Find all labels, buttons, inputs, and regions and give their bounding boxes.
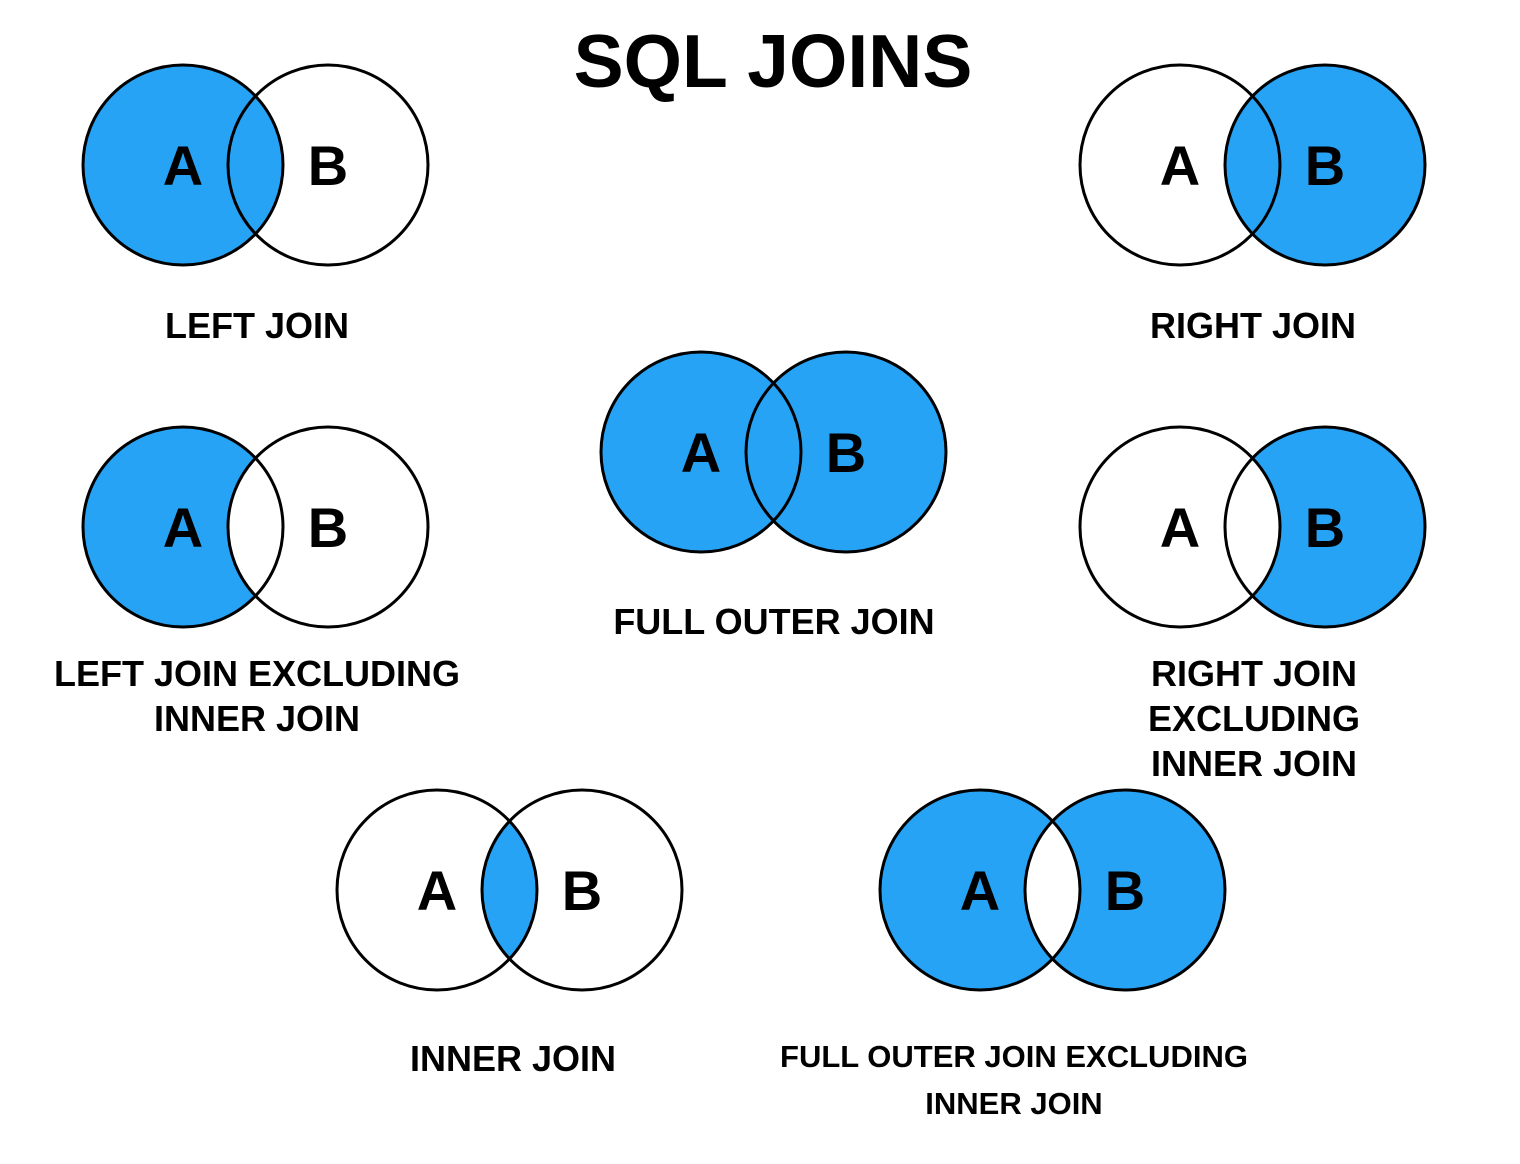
set-b-label: B (1305, 496, 1345, 559)
set-b-label: B (308, 134, 348, 197)
set-a-label: A (417, 859, 457, 922)
set-a-label: A (1160, 496, 1200, 559)
set-b-label: B (1305, 134, 1345, 197)
circle-b-fill (746, 352, 946, 552)
left-join-caption: LEFT JOIN (164, 305, 350, 346)
circle-a-fill (880, 790, 1080, 990)
circle-a-fill (83, 427, 283, 627)
circle-a-fill (83, 65, 283, 265)
circle-a-outline (1078, 425, 1282, 629)
set-a-label: A (163, 496, 203, 559)
set-a-label: A (1160, 134, 1200, 197)
circle-a-outline (878, 788, 1082, 992)
circle-b-outline (226, 63, 430, 267)
right-join-caption: RIGHT JOIN (1149, 305, 1357, 346)
set-a-label: A (681, 421, 721, 484)
circle-b-fill (228, 427, 428, 627)
circle-a-outline (81, 63, 285, 267)
full-outer-join-caption: FULL OUTER JOIN (613, 601, 935, 642)
circle-b-outline (480, 788, 684, 992)
circle-b-outline (1023, 788, 1227, 992)
set-b-label: B (308, 496, 348, 559)
circle-a-fill (601, 352, 801, 552)
circle-a-fill (1080, 65, 1280, 265)
circle-b-fill (228, 65, 428, 265)
page-title: SQL JOINS (573, 19, 973, 103)
set-b-label: B (826, 421, 866, 484)
circle-b-fill (1225, 427, 1425, 627)
circle-a-outline (1078, 63, 1282, 267)
circle-b-outline (1223, 425, 1427, 629)
circle-b-outline (226, 425, 430, 629)
full-outer-join-excluding-inner-join-caption: FULL OUTER JOIN EXCLUDING INNER JOIN (780, 1039, 1248, 1121)
circle-b-outline (1223, 63, 1427, 267)
circle-b-fill (482, 790, 682, 990)
set-b-label: B (562, 859, 602, 922)
set-b-label: B (1105, 859, 1145, 922)
circle-a-fill (1080, 427, 1280, 627)
circle-b-fill (1025, 790, 1225, 990)
set-a-label: A (163, 134, 203, 197)
left-join-excluding-inner-join-caption: LEFT JOIN EXCLUDING INNER JOIN (53, 653, 461, 739)
right-join-excluding-inner-join-caption: RIGHT JOIN EXCLUDING INNER JOIN (1147, 653, 1360, 784)
circle-a-outline (335, 788, 539, 992)
circle-a-outline (81, 425, 285, 629)
circle-a-outline (599, 350, 803, 554)
circle-b-outline (744, 350, 948, 554)
circle-a-fill (337, 790, 537, 990)
set-a-label: A (960, 859, 1000, 922)
inner-join-caption: INNER JOIN (409, 1038, 617, 1079)
circle-b-fill (1225, 65, 1425, 265)
